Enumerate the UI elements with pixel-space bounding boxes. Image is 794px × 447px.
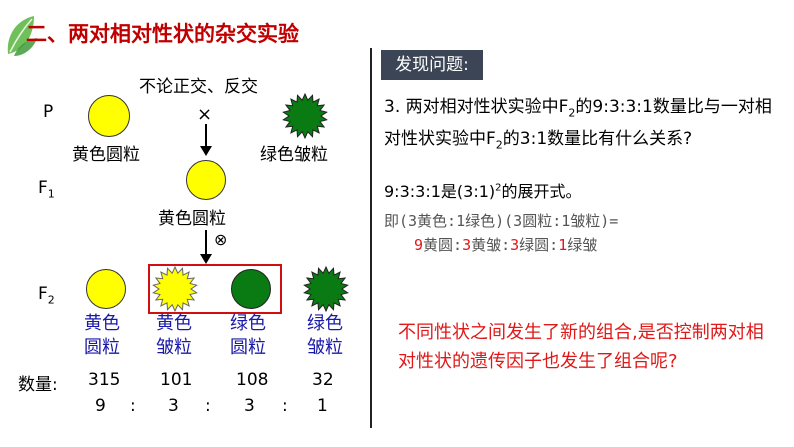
ratio-separator: : (205, 396, 211, 416)
cross-symbol: × (197, 104, 213, 125)
count-value: 108 (236, 370, 269, 390)
f2-green-wrinkled-pea (303, 266, 349, 312)
ratio-separator: : (130, 396, 136, 416)
ratio-separator: : (282, 396, 288, 416)
ratio-value: 3 (244, 396, 255, 416)
red-question: 不同性状之间发生了新的组合,是否控制两对相对性状的遗传因子也发生了组合呢? (398, 322, 764, 372)
count-value: 315 (88, 370, 121, 390)
count-label: 数量: (18, 375, 58, 395)
generation-f1: F1 (38, 178, 55, 201)
f2-green-round-pea (231, 269, 271, 309)
f2-yellow-wrinkled-pea (152, 266, 198, 312)
count-value: 101 (160, 370, 193, 390)
f2-yellow-round-pea (86, 269, 126, 309)
arrow-p-f1-head (200, 146, 212, 156)
arrow-f1-f2-head (200, 254, 212, 264)
f2-type-3: 绿色圆粒 (230, 313, 266, 358)
f1-label: 黄色圆粒 (158, 209, 226, 229)
f2-type-1: 黄色圆粒 (84, 313, 120, 358)
question-header: 发现问题: (381, 50, 483, 80)
arrow-p-f1-shaft (205, 124, 207, 146)
arrow-f1-f2-shaft (205, 230, 207, 254)
recombinant-highlight-box (148, 264, 282, 314)
formula-line-1: 即(3黄色:1绿色)(3圆粒:1皱粒)= (384, 212, 619, 230)
ratio-value: 1 (317, 396, 328, 416)
leaf-icon (7, 16, 37, 56)
f2-type-4: 绿色皱粒 (307, 313, 343, 358)
expansion-statement: 9:3:3:1是(3:1)2的展开式。 (384, 182, 582, 201)
f1-yellow-round-pea (186, 160, 226, 200)
green-wrinkled-pea (282, 93, 328, 139)
panel-divider (370, 48, 372, 428)
cross-note: 不论正交、反交 (139, 77, 258, 97)
f2-type-2: 黄色皱粒 (156, 313, 192, 358)
generation-f2: F2 (38, 284, 55, 307)
p-green-label: 绿色皱粒 (260, 145, 328, 165)
page-title: 二、两对相对性状的杂交实验 (26, 22, 299, 46)
question-text: 3. 两对相对性状实验中F2的9:3:3:1数量比与一对相对性状实验中F2的3:… (384, 97, 772, 152)
ratio-value: 9 (95, 396, 106, 416)
yellow-round-pea (88, 95, 130, 137)
count-value: 32 (312, 370, 334, 390)
p-yellow-label: 黄色圆粒 (72, 145, 140, 165)
generation-p: P (43, 102, 54, 122)
formula-line-2: 9黄圆:3黄皱:3绿圆:1绿皱 (414, 236, 598, 254)
self-symbol: ⊗ (214, 230, 228, 249)
ratio-value: 3 (168, 396, 179, 416)
